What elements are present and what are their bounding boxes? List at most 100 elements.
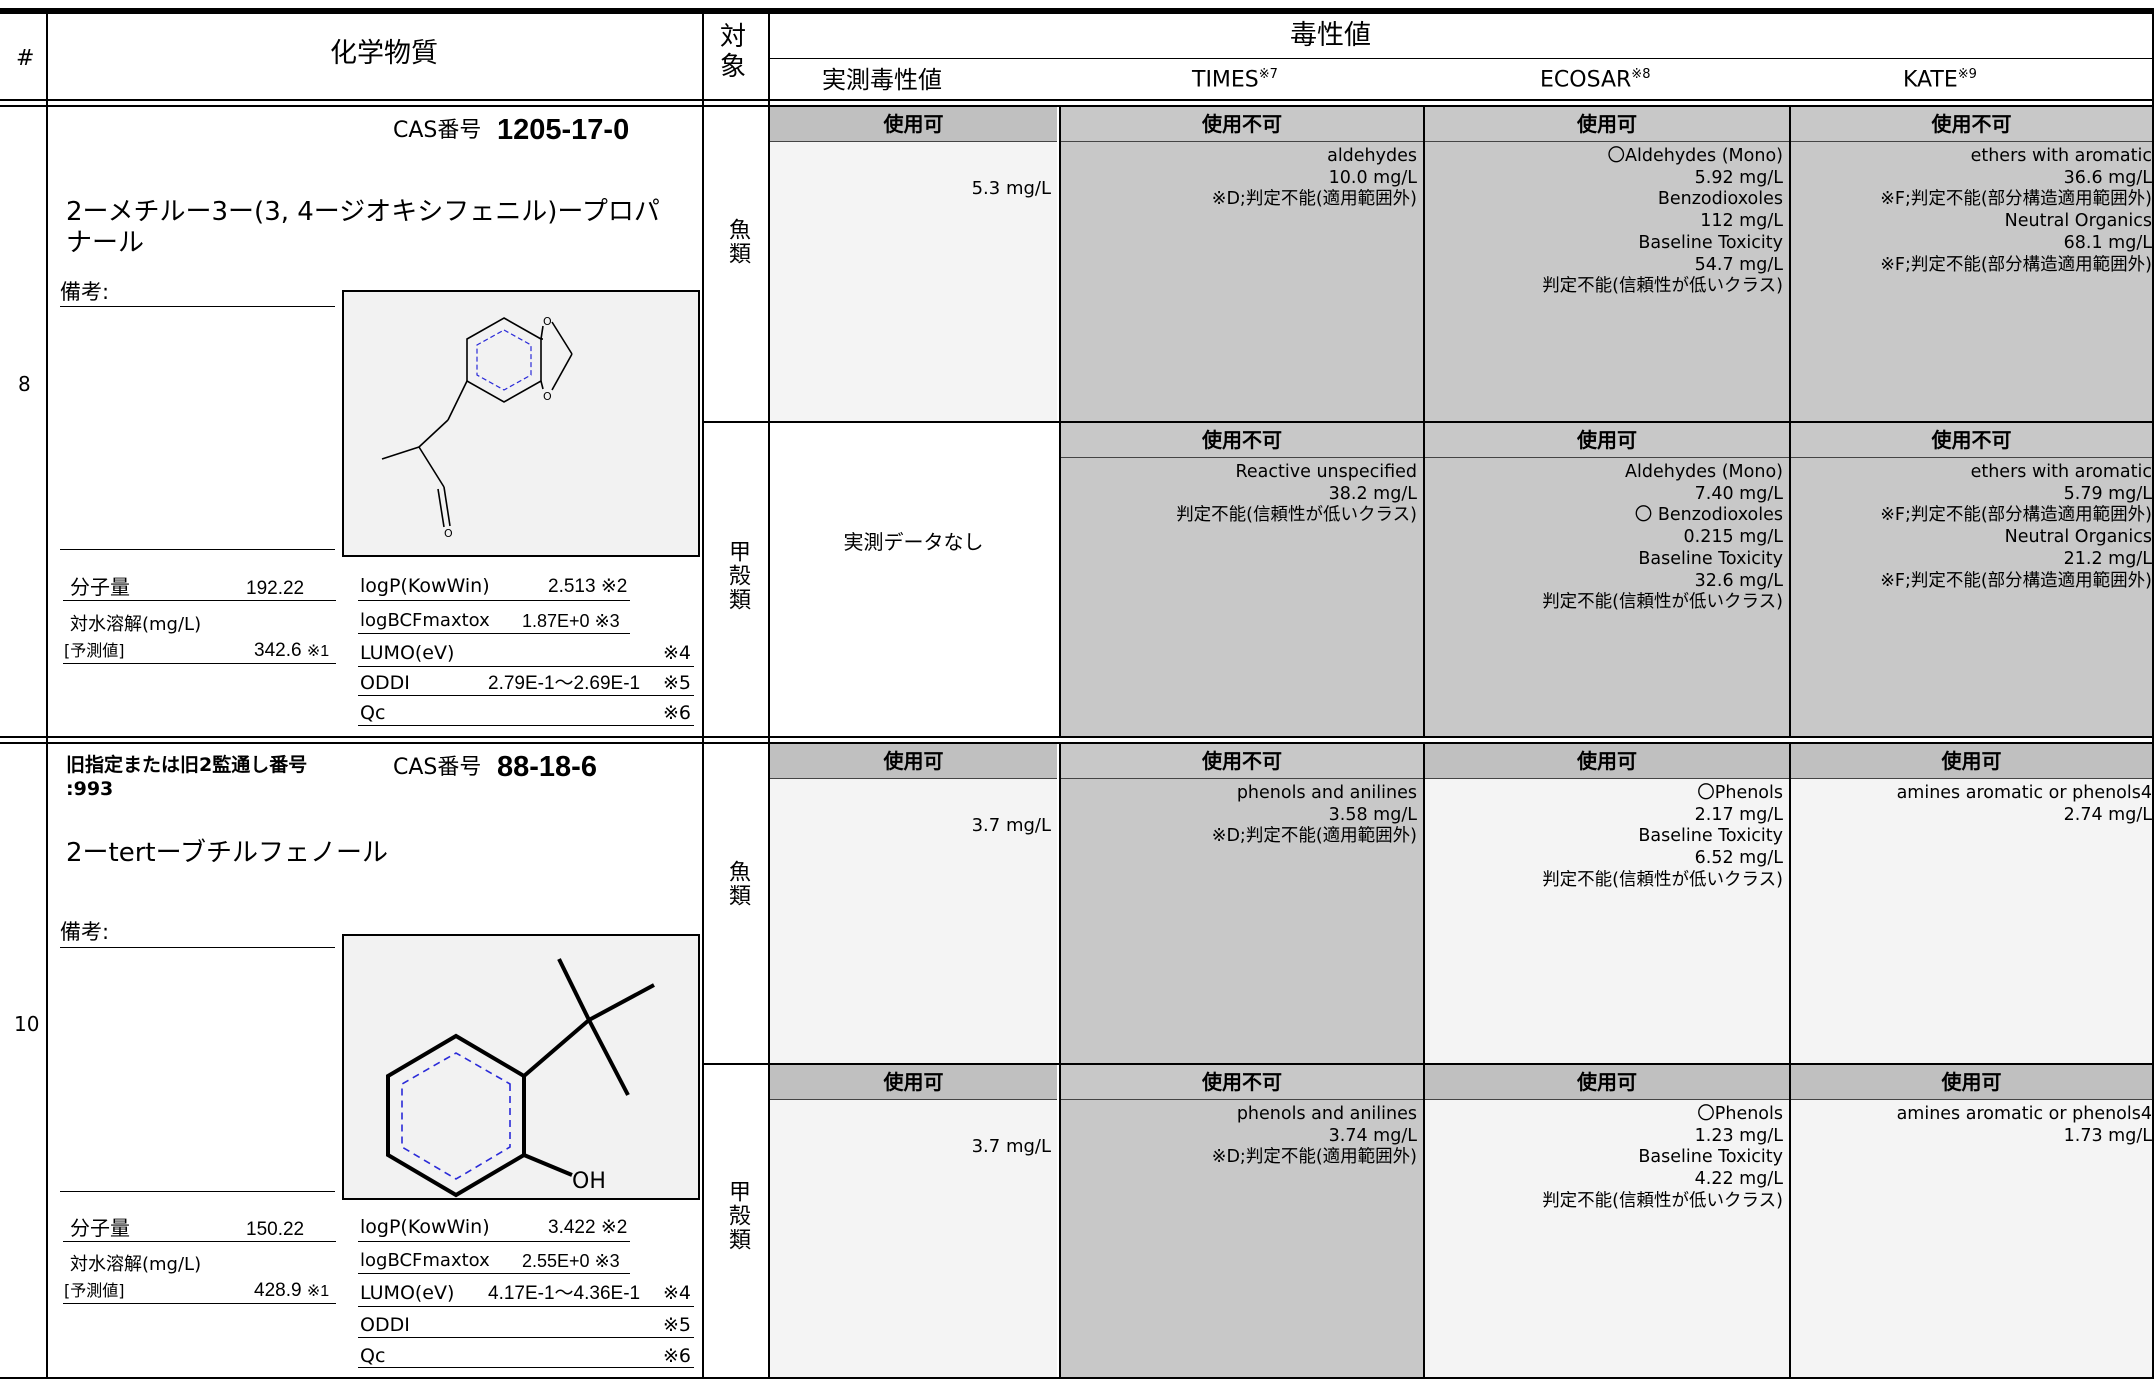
predicted-label: [予測値]	[64, 641, 125, 660]
fish-measured-cell: 使用可 3.7 mg/L	[770, 744, 1057, 1063]
crustacean-kate-cell: 使用不可 ethers with aromatic 5.79 mg/L ※F;判…	[1789, 423, 2152, 736]
chemical-name: 2ーtertーブチルフェノール	[66, 838, 389, 868]
cas-number: 88-18-6	[497, 751, 597, 783]
crustacean-ecosar-cell: 使用可 Aldehydes (Mono) 7.40 mg/L 〇 Benzodi…	[1423, 423, 1789, 736]
logp-label: logP(KowWin)	[360, 1216, 490, 1238]
status-badge: 使用不可	[1791, 107, 2152, 142]
oddi-label: ODDI	[360, 672, 410, 694]
logp-value: 2.513 ※2	[548, 576, 628, 597]
status-badge: 使用可	[1425, 423, 1789, 458]
crustacean-times-cell: 使用不可 Reactive unspecified 38.2 mg/L 判定不能…	[1059, 423, 1423, 736]
crustacean-measured-cell: 使用可 3.7 mg/L	[770, 1065, 1057, 1377]
col-target-header: 対象	[720, 22, 747, 82]
status-badge	[770, 423, 1057, 457]
target-crustacean: 甲殻類	[725, 540, 750, 612]
target-fish: 魚類	[725, 218, 750, 266]
row-number: 10	[14, 1012, 40, 1036]
fish-times-cell: 使用不可 phenols and anilines 3.58 mg/L ※D;判…	[1059, 744, 1423, 1063]
crustacean-times-cell: 使用不可 phenols and anilines 3.74 mg/L ※D;判…	[1059, 1065, 1423, 1377]
lumo-value: 4.17E-1〜4.36E-1	[488, 1283, 641, 1304]
mw-label: 分子量	[70, 575, 130, 599]
fish-times-cell: 使用不可 aldehydes 10.0 mg/L ※D;判定不能(適用範囲外)	[1059, 107, 1423, 421]
logp-value: 3.422 ※2	[548, 1217, 628, 1238]
oddi-note: ※5	[663, 672, 692, 694]
chemical-name-cont: ナール	[66, 228, 145, 258]
status-badge: 使用不可	[1061, 423, 1423, 458]
remarks-label: 備考:	[60, 920, 110, 944]
target-fish: 魚類	[725, 860, 750, 908]
target-crustacean: 甲殻類	[725, 1180, 750, 1252]
svg-text:OH: OH	[572, 1169, 606, 1194]
oddi-value: 2.79E-1〜2.69E-1	[488, 673, 641, 694]
qc-label: Qc	[360, 702, 386, 724]
old-id-value: :993	[66, 778, 114, 800]
old-id-label: 旧指定または旧2監通し番号	[66, 754, 308, 776]
tert-butylphenol-structure-icon: OH	[386, 958, 655, 1198]
lumo-note: ※4	[663, 642, 692, 664]
svg-text:O: O	[543, 315, 552, 328]
fish-measured-cell: 使用可 5.3 mg/L	[770, 107, 1057, 421]
bcf-value: 1.87E+0 ※3	[522, 611, 620, 631]
qc-label: Qc	[360, 1345, 386, 1367]
crustacean-kate-cell: 使用可 amines aromatic or phenols4 1.73 mg/…	[1789, 1065, 2152, 1377]
oddi-note: ※5	[663, 1314, 692, 1336]
sub-measured-header: 実測毒性値	[822, 66, 942, 94]
qc-note: ※6	[663, 1345, 692, 1367]
status-badge: 使用不可	[1061, 107, 1423, 142]
bcf-value: 2.55E+0 ※3	[522, 1251, 620, 1271]
svg-text:O: O	[444, 527, 453, 540]
status-badge: 使用可	[1791, 744, 2152, 779]
bcf-label: logBCFmaxtox	[360, 1250, 490, 1271]
cas-number: 1205-17-0	[497, 114, 630, 146]
crustacean-measured-cell: 実測データなし	[770, 423, 1057, 736]
sub-ecosar-header: ECOSAR※8	[1540, 67, 1651, 93]
solubility-value: 428.9 ※1	[254, 1280, 330, 1301]
col-chemical-header: 化学物質	[330, 38, 438, 69]
status-badge: 使用可	[770, 107, 1057, 142]
status-badge: 使用可	[1791, 1065, 2152, 1100]
row-number: 8	[18, 372, 31, 396]
chemical-name: 2ーメチルー3ー(3, 4ージオキシフェニル)ープロパ	[66, 197, 660, 227]
qc-note: ※6	[663, 702, 692, 724]
fish-kate-cell: 使用不可 ethers with aromatic 36.6 mg/L ※F;判…	[1789, 107, 2152, 421]
fish-ecosar-cell: 使用可 〇Aldehydes (Mono) 5.92 mg/L Benzodio…	[1423, 107, 1789, 421]
status-badge: 使用可	[1425, 1065, 1789, 1100]
measured-value: 5.3 mg/L	[971, 178, 1051, 199]
predicted-label: [予測値]	[64, 1281, 125, 1300]
logp-label: logP(KowWin)	[360, 575, 490, 597]
structure-image: O O O	[342, 290, 700, 557]
no-data-text: 実測データなし	[843, 530, 984, 554]
solubility-value: 342.6 ※1	[254, 640, 330, 661]
mw-value: 192.22	[246, 578, 305, 599]
crustacean-ecosar-cell: 使用可 〇Phenols 1.23 mg/L Baseline Toxicity…	[1423, 1065, 1789, 1377]
fish-kate-cell: 使用可 amines aromatic or phenols4 2.74 mg/…	[1789, 744, 2152, 1063]
mw-value: 150.22	[246, 1219, 305, 1240]
status-badge: 使用不可	[1061, 1065, 1423, 1100]
bcf-label: logBCFmaxtox	[360, 610, 490, 631]
status-badge: 使用可	[770, 744, 1057, 779]
cas-label: CAS番号	[393, 118, 482, 143]
col-num-header: #	[16, 46, 35, 71]
structure-image: OH	[342, 934, 700, 1200]
mw-label: 分子量	[70, 1216, 130, 1240]
status-badge: 使用可	[1425, 107, 1789, 142]
sub-times-header: TIMES※7	[1192, 67, 1278, 93]
lumo-label: LUMO(eV)	[360, 1282, 455, 1304]
cas-label: CAS番号	[393, 755, 482, 780]
status-badge: 使用可	[1425, 744, 1789, 779]
sub-kate-header: KATE※9	[1903, 67, 1977, 93]
measured-value: 3.7 mg/L	[971, 1136, 1051, 1157]
solubility-label: 対水溶解(mg/L)	[70, 614, 202, 635]
lumo-note: ※4	[663, 1282, 692, 1304]
oddi-label: ODDI	[360, 1314, 410, 1336]
solubility-label: 対水溶解(mg/L)	[70, 1254, 202, 1275]
measured-value: 3.7 mg/L	[971, 815, 1051, 836]
status-badge: 使用可	[770, 1065, 1057, 1100]
status-badge: 使用不可	[1791, 423, 2152, 458]
col-toxicity-header: 毒性値	[1290, 20, 1371, 51]
svg-text:O: O	[543, 390, 552, 403]
lumo-label: LUMO(eV)	[360, 642, 455, 664]
fish-ecosar-cell: 使用可 〇Phenols 2.17 mg/L Baseline Toxicity…	[1423, 744, 1789, 1063]
benzodioxole-structure-icon: O O O	[381, 315, 573, 540]
status-badge: 使用不可	[1061, 744, 1423, 779]
